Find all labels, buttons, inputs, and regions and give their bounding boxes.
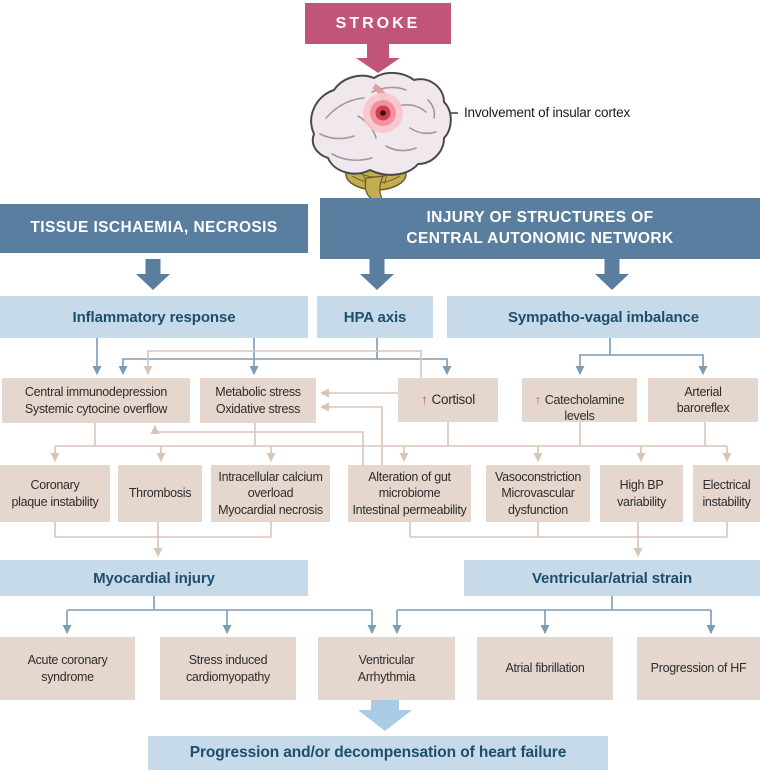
strain-label: Ventricular/atrial strain bbox=[531, 569, 693, 587]
hf-label: Progression of HF bbox=[650, 661, 747, 676]
node-coronary-plaque-instability: Coronary plaque instability bbox=[0, 465, 110, 522]
node-stress-induced-cardiomyopathy: Stress induced cardiomyopathy bbox=[160, 637, 296, 700]
baroreflex-label: Arterial baroreflex bbox=[676, 384, 730, 415]
gut-label: Alteration of gut microbiome Intestinal … bbox=[352, 470, 467, 517]
vaso-label: Vasoconstriction Microvascular dysfuncti… bbox=[495, 470, 581, 517]
insular-annotation: Involvement of insular cortex bbox=[464, 105, 631, 120]
afib-label: Atrial fibrillation bbox=[505, 661, 585, 676]
increase-arrow-icon: ↑ bbox=[534, 392, 541, 407]
node-inflammatory-response: Inflammatory response bbox=[0, 296, 308, 338]
acs-label: Acute coronary syndrome bbox=[27, 653, 108, 684]
electrical-label: Electrical instability bbox=[702, 478, 751, 509]
arrhythmia-label: Ventricular Arrhythmia bbox=[357, 653, 416, 684]
sympatho-label: Sympatho-vagal imbalance bbox=[508, 308, 699, 326]
node-electrical-instability: Electrical instability bbox=[693, 465, 760, 522]
stroke-title-label: STROKE bbox=[335, 14, 421, 32]
insular-lesion bbox=[363, 93, 403, 133]
node-ventricular-atrial-strain: Ventricular/atrial strain bbox=[464, 560, 760, 596]
node-acute-coronary-syndrome: Acute coronary syndrome bbox=[0, 637, 135, 700]
node-progression-of-hf: Progression of HF bbox=[637, 637, 760, 700]
cerebrum bbox=[310, 72, 452, 176]
final-outcome-label: Progression and/or decompensation of hea… bbox=[189, 744, 567, 761]
increase-arrow-icon: ↑ bbox=[421, 392, 428, 408]
node-cortisol: ↑Cortisol bbox=[398, 378, 498, 422]
stroke-to-brain-arrow bbox=[356, 44, 400, 73]
insular-cortex-dot bbox=[380, 110, 386, 116]
calcium-label: Intracellular calcium overload Myocardia… bbox=[218, 470, 323, 517]
node-arterial-baroreflex: Arterial baroreflex bbox=[648, 378, 758, 422]
header-tissue-label: TISSUE ISCHAEMIA, NECROSIS bbox=[30, 219, 278, 237]
cortisol-label: Cortisol bbox=[431, 392, 476, 408]
node-central-immunodepression: Central immunodepression Systemic cytoci… bbox=[2, 378, 190, 423]
tan-connectors bbox=[50, 350, 732, 557]
node-final-outcome: Progression and/or decompensation of hea… bbox=[148, 736, 608, 770]
thrombosis-label: Thrombosis bbox=[128, 486, 192, 501]
metabolic-label: Metabolic stress Oxidative stress bbox=[215, 385, 301, 416]
cardiomyopathy-label: Stress induced cardiomyopathy bbox=[185, 653, 271, 684]
inflammatory-label: Inflammatory response bbox=[72, 308, 236, 326]
header-down-arrows bbox=[136, 259, 629, 290]
node-vasoconstriction-microvascular: Vasoconstriction Microvascular dysfuncti… bbox=[486, 465, 590, 522]
node-thrombosis: Thrombosis bbox=[118, 465, 202, 522]
brainstem bbox=[364, 175, 384, 200]
blue-connectors bbox=[62, 338, 716, 634]
node-myocardial-injury: Myocardial injury bbox=[0, 560, 308, 596]
node-high-bp-variability: High BP variability bbox=[600, 465, 683, 522]
node-gut-microbiome-alteration: Alteration of gut microbiome Intestinal … bbox=[348, 465, 471, 522]
brain-illustration bbox=[310, 72, 452, 200]
coronary-label: Coronary plaque instability bbox=[11, 478, 99, 509]
header-injury-label: INJURY OF STRUCTURES OF CENTRAL AUTONOMI… bbox=[406, 208, 674, 247]
node-metabolic-oxidative-stress: Metabolic stress Oxidative stress bbox=[200, 378, 316, 423]
header-autonomic-injury: INJURY OF STRUCTURES OF CENTRAL AUTONOMI… bbox=[320, 198, 760, 259]
immuno-label: Central immunodepression Systemic cytoci… bbox=[24, 385, 168, 416]
header-tissue-ischaemia: TISSUE ISCHAEMIA, NECROSIS bbox=[0, 204, 308, 253]
node-intracellular-calcium-overload: Intracellular calcium overload Myocardia… bbox=[211, 465, 330, 522]
node-sympatho-vagal-imbalance: Sympatho-vagal imbalance bbox=[447, 296, 760, 338]
node-catecholamine-levels: ↑Catecholamine levels bbox=[522, 378, 637, 424]
bp-label: High BP variability bbox=[617, 478, 666, 509]
stroke-title-box: STROKE bbox=[305, 3, 451, 44]
node-hpa-axis: HPA axis bbox=[317, 296, 433, 338]
node-ventricular-arrhythmia: Ventricular Arrhythmia bbox=[318, 637, 455, 700]
node-atrial-fibrillation: Atrial fibrillation bbox=[477, 637, 613, 700]
hpa-label: HPA axis bbox=[343, 308, 407, 326]
catecholamine-label: Catecholamine levels bbox=[544, 392, 625, 424]
myocardial-label: Myocardial injury bbox=[93, 569, 215, 587]
